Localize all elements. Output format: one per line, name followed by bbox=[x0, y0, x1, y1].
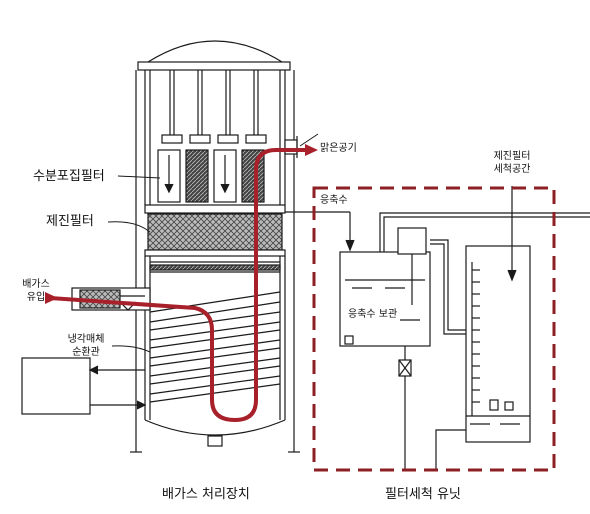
label-filter-wash-space-line2: 세척공간 bbox=[493, 164, 531, 175]
wash-nozzles bbox=[472, 269, 480, 403]
filter-unit-boundary bbox=[312, 186, 556, 472]
label-exhaust-inlet: 배가스 유입 bbox=[18, 280, 54, 303]
vessel-dome bbox=[147, 40, 283, 63]
leader-lines bbox=[107, 133, 319, 353]
label-coolant-line2: 순환관 bbox=[72, 347, 100, 358]
label-exhaust-inlet-line1: 배가스 bbox=[22, 279, 50, 290]
label-filter-wash-space-line1: 제진필터 bbox=[493, 151, 531, 162]
dust-filter-block bbox=[147, 213, 283, 251]
label-dust-filter: 제진필터 bbox=[46, 214, 94, 229]
filter-wash-unit bbox=[285, 186, 590, 470]
chiller-box bbox=[21, 357, 91, 415]
filter-wash-box bbox=[465, 245, 531, 443]
label-condensate-storage: 응축수 보관 bbox=[348, 309, 398, 320]
condensate-tank bbox=[339, 251, 431, 347]
moisture-filter-cartridges bbox=[157, 149, 265, 203]
label-clean-air: 맑은공기 bbox=[320, 143, 357, 154]
label-condensate: 응축수 bbox=[320, 195, 348, 206]
label-coolant-line1: 냉각매체 bbox=[67, 334, 105, 345]
label-moisture-filter: 수분포집필터 bbox=[33, 169, 105, 184]
treatment-vessel bbox=[21, 40, 300, 453]
caption-treatment-device: 배가스 처리장치 bbox=[162, 487, 250, 502]
label-coolant-pipe: 냉각매체 순환관 bbox=[62, 335, 110, 358]
label-exhaust-inlet-line2: 유입 bbox=[26, 292, 46, 303]
cooling-coil bbox=[149, 291, 281, 403]
caption-filter-wash-unit: 필터세척 유닛 bbox=[385, 487, 461, 502]
exhaust-flow-path bbox=[45, 144, 318, 422]
vessel-flange bbox=[137, 61, 291, 71]
label-filter-wash-space: 제진필터 세척공간 bbox=[484, 152, 540, 175]
